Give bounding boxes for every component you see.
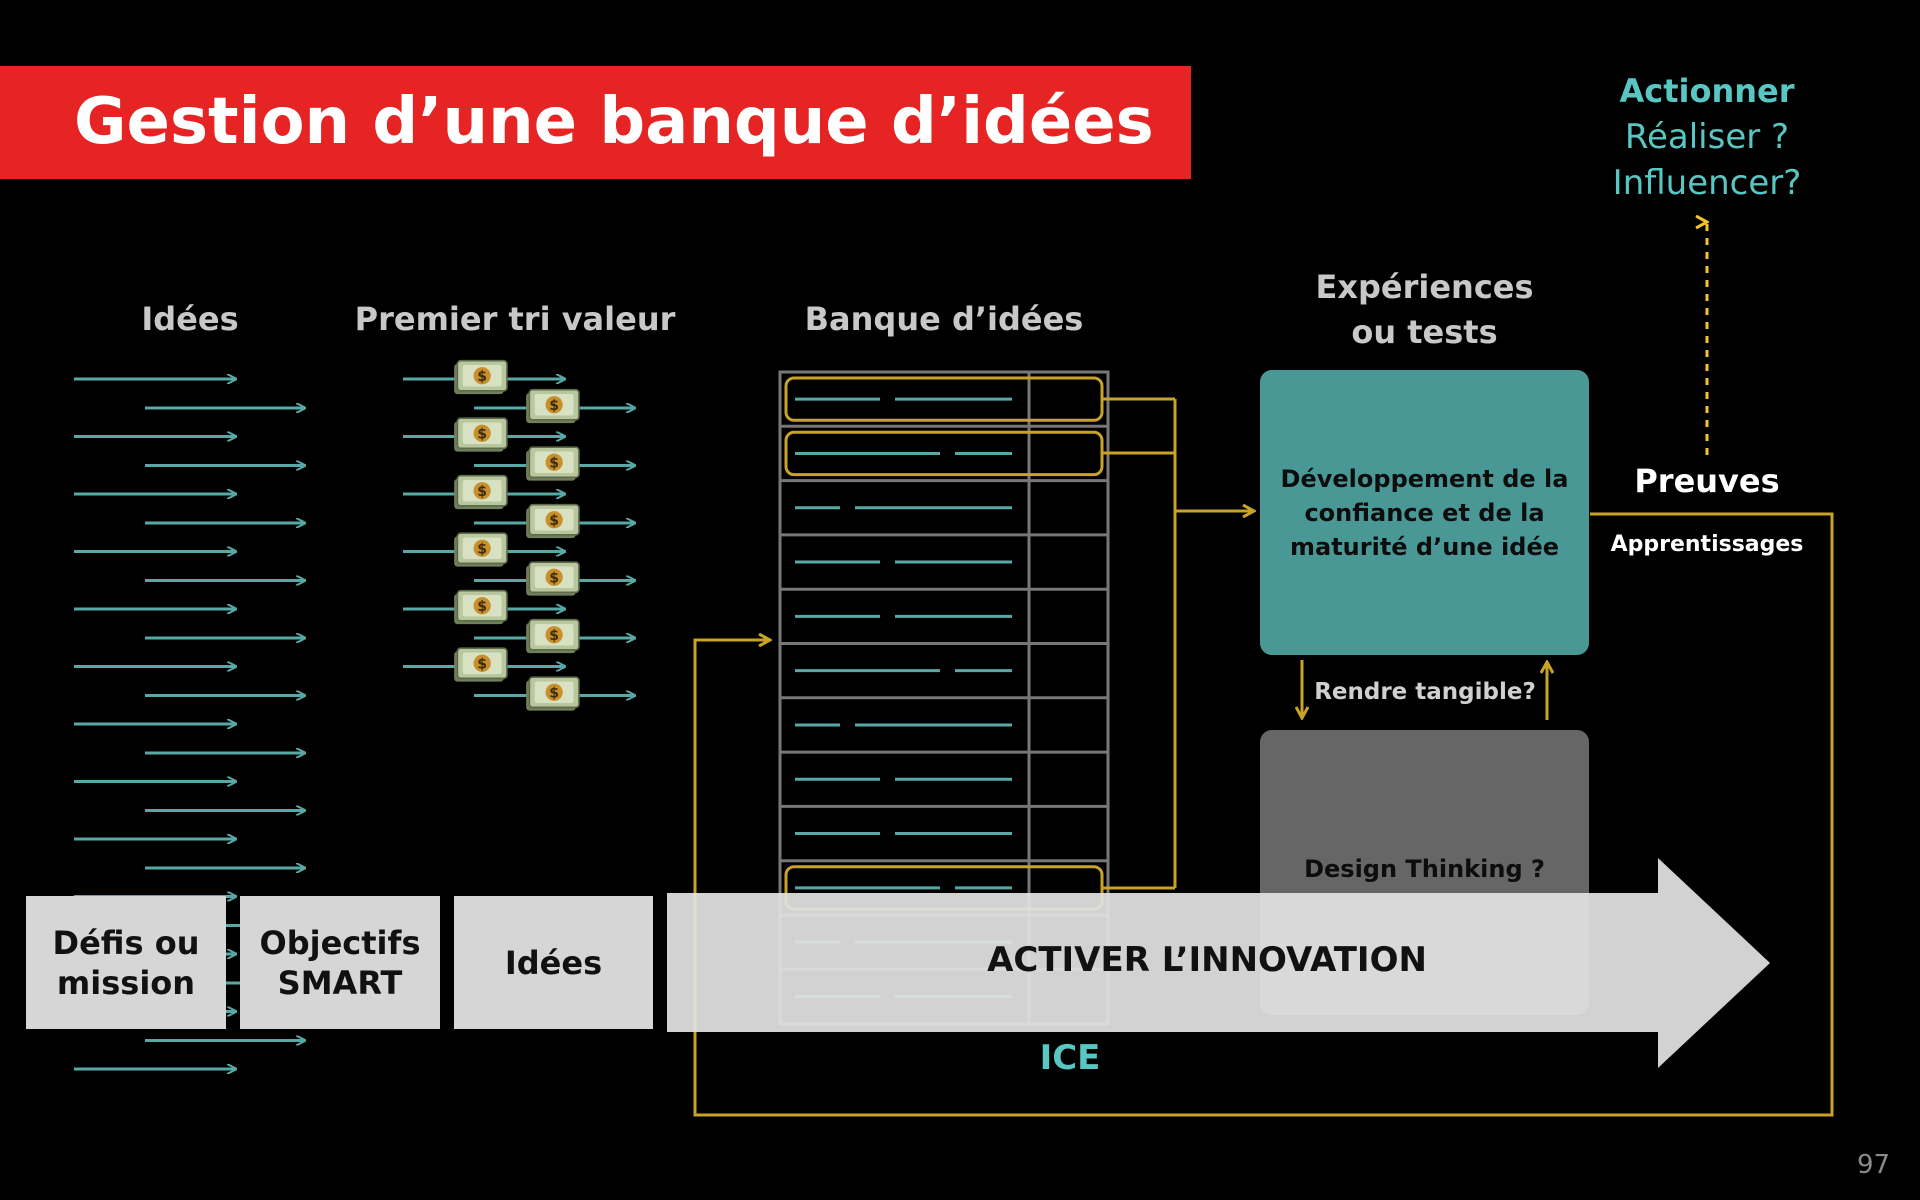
gold-connectors [693,397,1834,1117]
proof-title: Preuves [1634,462,1780,500]
action-influence: Influencer? [1612,163,1802,203]
page-number: 97 [1857,1150,1891,1180]
ideas-box: Idées [454,896,653,1029]
development-box [1260,370,1589,655]
objectives-line1: Objectifs [259,923,421,962]
action-title: Actionner [1619,72,1795,110]
experiments-header-line1: Expériences [1315,268,1534,306]
innovation-banner-label: ACTIVER L’INNOVATION [987,940,1427,980]
ice-label: ICE [1039,1038,1101,1078]
objectives-box: Objectifs SMART [240,896,440,1029]
experiments-header-line2: ou tests [1351,313,1498,351]
title-bar [0,66,1191,179]
page-title: Gestion d’une banque d’idées [74,85,1154,159]
development-box-label: Développement de la confiance et de la m… [1280,464,1569,561]
design-thinking-label: Design Thinking ? [1304,855,1545,883]
action-realize: Réaliser ? [1624,117,1790,157]
tangible-label: Rendre tangible? [1314,679,1536,705]
idea-bank-header: Banque d’idées [804,300,1084,338]
challenges-line2: mission [56,963,196,1002]
first-sort-header: Premier tri valeur [354,300,676,338]
objectives-line2: SMART [277,963,403,1002]
ideas-header: Idées [141,300,239,338]
challenges-line1: Défis ou [52,923,200,962]
challenges-box: Défis ou mission [26,896,226,1029]
proof-subtitle: Apprentissages [1610,532,1804,557]
